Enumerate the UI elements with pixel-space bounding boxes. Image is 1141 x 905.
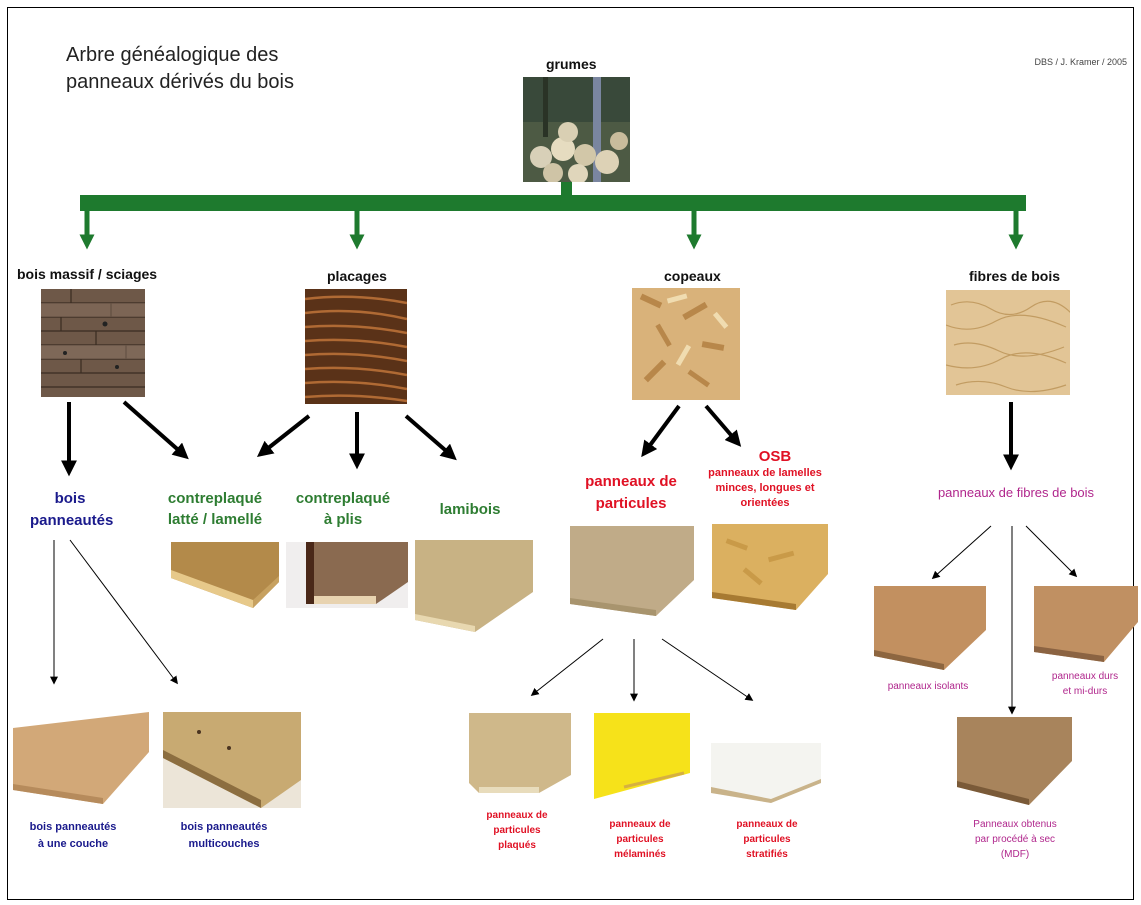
product-bois-panneautes: bois panneautés <box>30 488 114 532</box>
copeaux-image <box>632 288 740 400</box>
board-isolants <box>874 586 986 670</box>
subproduct-durs: panneaux durs et mi-durs <box>1030 669 1140 699</box>
trunk-bar <box>80 195 1026 211</box>
diagram-title: Arbre généalogique des panneaux dérivés … <box>66 42 294 96</box>
product-osb-desc-line3: orientées <box>740 497 790 509</box>
subproduct-durs-line1: panneaux durs <box>1051 671 1119 682</box>
product-contreplaque-plis-line2: à plis <box>323 511 363 528</box>
product-lamibois: lamibois <box>439 501 501 518</box>
subproduct-mdf: Panneaux obtenus par procédé à sec (MDF) <box>940 817 1090 862</box>
product-contreplaque-plis-line1: contreplaqué <box>295 490 391 507</box>
subproduct-melamines: panneaux de particules mélaminés <box>585 817 695 862</box>
subproduct-stratifies-line1: panneaux de <box>736 819 798 830</box>
board-osb <box>712 524 828 610</box>
board-mdf <box>957 717 1072 805</box>
product-contreplaque-latte-line1: contreplaqué <box>167 490 263 507</box>
subproduct-stratifies: panneaux de particules stratifiés <box>712 817 822 862</box>
product-panneaux-fibres: panneaux de fibres de bois <box>937 485 1095 500</box>
bois-massif-image <box>41 289 145 397</box>
board-contreplaque-plis <box>286 542 408 608</box>
subproduct-isolants: panneaux isolants <box>887 681 969 692</box>
title-line-2: panneaux dérivés du bois <box>66 71 294 93</box>
board-stratifies <box>711 713 821 803</box>
arrow-placages-to-lamibois <box>404 414 457 461</box>
fibres-image <box>946 290 1070 395</box>
arrow-copeaux-to-osb <box>704 404 742 447</box>
product-contreplaque-latte: contreplaqué latté / lamellé <box>160 488 270 530</box>
arrow-placages-to-latte <box>256 414 311 457</box>
product-contreplaque-plis: contreplaqué à plis <box>288 488 398 530</box>
subproduct-durs-line2: et mi-durs <box>1062 686 1108 697</box>
category-copeaux: copeaux <box>664 268 721 284</box>
subproduct-melamines-line1: panneaux de <box>609 819 671 830</box>
subproduct-plaques: panneaux de particules plaqués <box>462 808 572 853</box>
product-panneaux-particules: panneaux de particules <box>566 471 696 515</box>
subproduct-melamines-line3: mélaminés <box>614 849 666 860</box>
placages-image <box>305 289 407 404</box>
title-line-1: Arbre généalogique des <box>66 44 279 66</box>
product-osb-title: OSB <box>758 448 792 465</box>
subproduct-multicouches-line1: bois panneautés <box>180 821 268 833</box>
subproduct-mdf-line1: Panneaux obtenus <box>973 819 1057 830</box>
grumes-photo <box>523 77 630 182</box>
subproduct-plaques-line3: plaqués <box>498 840 536 851</box>
product-osb-desc-line1: panneaux de lamelles <box>708 467 822 479</box>
product-particules-line2: particules <box>595 495 667 512</box>
product-bois-panneautes-line2: panneautés <box>30 512 114 529</box>
product-contreplaque-latte-line2: latté / lamellé <box>167 511 263 528</box>
board-plaques <box>469 713 571 801</box>
board-durs <box>1034 586 1138 662</box>
diagram-frame <box>7 7 1134 900</box>
arrow-fibres-to-durs <box>1025 525 1078 578</box>
trunk-stem <box>561 180 572 200</box>
category-fibres: fibres de bois <box>969 268 1061 284</box>
subproduct-multicouches: bois panneautés multicouches <box>163 819 285 853</box>
board-une-couche <box>13 712 149 804</box>
product-bois-panneautes-line1: bois <box>54 490 86 507</box>
arrow-fibres-to-isolants <box>931 525 992 580</box>
subproduct-une-couche-line1: bois panneautés <box>29 821 117 833</box>
board-contreplaque-latte <box>171 542 279 608</box>
subproduct-plaques-line1: panneaux de <box>486 810 548 821</box>
category-placages: placages <box>327 268 387 284</box>
board-melamines <box>594 713 690 799</box>
subproduct-mdf-line3: (MDF) <box>1000 849 1030 860</box>
subproduct-plaques-line2: particules <box>493 825 541 836</box>
subproduct-melamines-line2: particules <box>616 834 664 845</box>
credit-text: DBS / J. Kramer / 2005 <box>1034 57 1127 67</box>
arrow-massif-to-latte <box>122 400 189 460</box>
arrow-particules-to-plaques <box>530 638 604 696</box>
subproduct-une-couche-line2: à une couche <box>37 838 109 850</box>
arrow-particules-to-stratifies <box>661 638 754 701</box>
root-label: grumes <box>546 56 597 72</box>
product-osb-desc: panneaux de lamelles minces, longues et … <box>700 466 830 511</box>
board-particules <box>570 526 694 616</box>
arrow-copeaux-to-particules <box>641 404 681 458</box>
board-lamibois <box>415 540 533 632</box>
product-osb-desc-line2: minces, longues et <box>715 482 815 494</box>
subproduct-une-couche: bois panneautés à une couche <box>14 819 132 853</box>
subproduct-stratifies-line3: stratifiés <box>746 849 788 860</box>
category-bois-massif: bois massif / sciages <box>17 266 158 282</box>
product-particules-line1: panneaux de <box>585 473 677 490</box>
subproduct-multicouches-line2: multicouches <box>188 838 260 850</box>
subproduct-mdf-line2: par procédé à sec <box>974 834 1056 845</box>
subproduct-stratifies-line2: particules <box>743 834 791 845</box>
board-multicouches <box>163 712 301 808</box>
arrow-panneautes-to-multicouches <box>69 539 178 685</box>
